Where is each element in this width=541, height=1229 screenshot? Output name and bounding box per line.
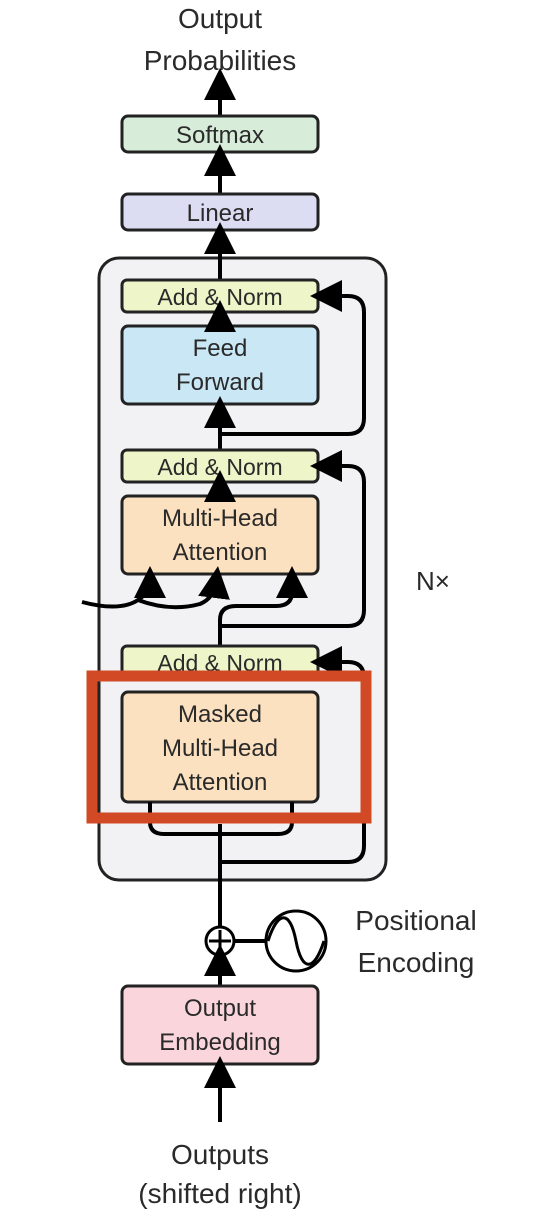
query-input (218, 566, 308, 646)
residual-connection-ff (220, 280, 366, 436)
output-probabilities-label-line1: Output (178, 3, 262, 34)
multi-head-attention-label-line2: Attention (173, 539, 268, 566)
positional-encoding-label-line1: Positional (355, 905, 476, 936)
masked-multi-head-attention-block (120, 690, 320, 804)
encoder-input-v (137, 566, 230, 610)
multi-head-attention-label-line1: Multi-Head (162, 505, 278, 532)
feed-forward-label-line2: Forward (176, 369, 264, 396)
feed-forward-label-line1: Feed (193, 335, 248, 362)
outputs-label-line1: Outputs (171, 1139, 269, 1170)
add-norm-label-3: Add & Norm (157, 284, 282, 310)
masked-attention-label-line3: Attention (173, 769, 268, 796)
output-embedding-label-line2: Embedding (159, 1029, 280, 1056)
output-probabilities-label-line2: Probabilities (144, 45, 297, 76)
positional-encoding-label-line2: Encoding (358, 947, 475, 978)
add-norm-label-2: Add & Norm (157, 454, 282, 480)
highlight-box (86, 670, 372, 824)
linear-label: Linear (187, 200, 254, 227)
masked-attention-label-line2: Multi-Head (162, 735, 278, 762)
softmax-label: Softmax (176, 122, 264, 149)
residual-connection-mha (220, 450, 366, 628)
outputs-label-line2: (shifted right) (138, 1178, 301, 1209)
masked-attention-label-line1: Masked (178, 701, 262, 728)
repeat-label: N× (416, 566, 450, 596)
sine-wave-curve (266, 916, 326, 966)
output-embedding-label-line1: Output (184, 995, 256, 1022)
